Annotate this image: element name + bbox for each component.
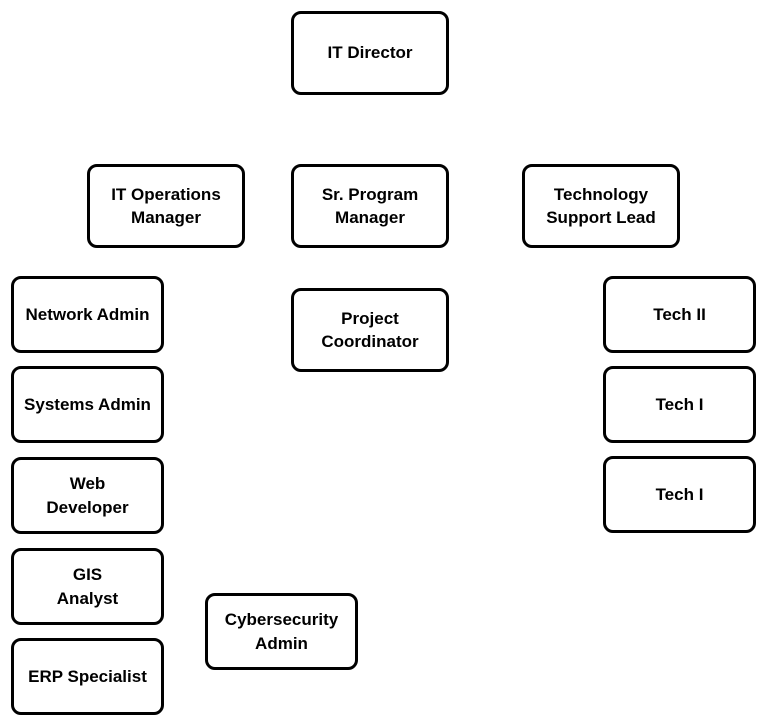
node-project-coordinator: Project Coordinator bbox=[291, 288, 449, 372]
node-it-operations-manager: IT Operations Manager bbox=[87, 164, 245, 248]
node-web-developer: Web Developer bbox=[11, 457, 164, 534]
node-label-erp-specialist: ERP Specialist bbox=[28, 666, 147, 686]
node-cybersecurity-admin: Cybersecurity Admin bbox=[205, 593, 358, 670]
node-erp-specialist: ERP Specialist bbox=[11, 638, 164, 715]
node-label-tech-i-1: Tech I bbox=[655, 394, 704, 414]
node-label-project-coordinator: Project Coordinator bbox=[321, 308, 419, 351]
node-label-network-admin: Network Admin bbox=[25, 304, 150, 324]
node-technology-support-lead: Technology Support Lead bbox=[522, 164, 680, 248]
node-label-it-operations-manager: IT Operations Manager bbox=[111, 184, 221, 227]
node-label-cybersecurity-admin: Cybersecurity Admin bbox=[224, 610, 339, 653]
node-network-admin: Network Admin bbox=[11, 276, 164, 353]
node-systems-admin: Systems Admin bbox=[11, 366, 164, 443]
node-tech-ii: Tech II bbox=[603, 276, 756, 353]
node-tech-i-1: Tech I bbox=[603, 366, 756, 443]
node-label-systems-admin: Systems Admin bbox=[24, 394, 151, 414]
node-label-web-developer: Web Developer bbox=[46, 474, 129, 517]
node-sr-program-manager: Sr. Program Manager bbox=[291, 164, 449, 248]
node-it-director: IT Director bbox=[291, 11, 449, 95]
node-label-tech-i-2: Tech I bbox=[655, 484, 704, 504]
node-tech-i-2: Tech I bbox=[603, 456, 756, 533]
node-label-gis-analyst: GIS Analyst bbox=[56, 565, 119, 608]
node-label-technology-support-lead: Technology Support Lead bbox=[546, 184, 656, 227]
node-label-tech-ii: Tech II bbox=[653, 304, 706, 324]
node-label-sr-program-manager: Sr. Program Manager bbox=[321, 184, 419, 227]
node-gis-analyst: GIS Analyst bbox=[11, 548, 164, 625]
node-label-it-director: IT Director bbox=[327, 43, 413, 63]
